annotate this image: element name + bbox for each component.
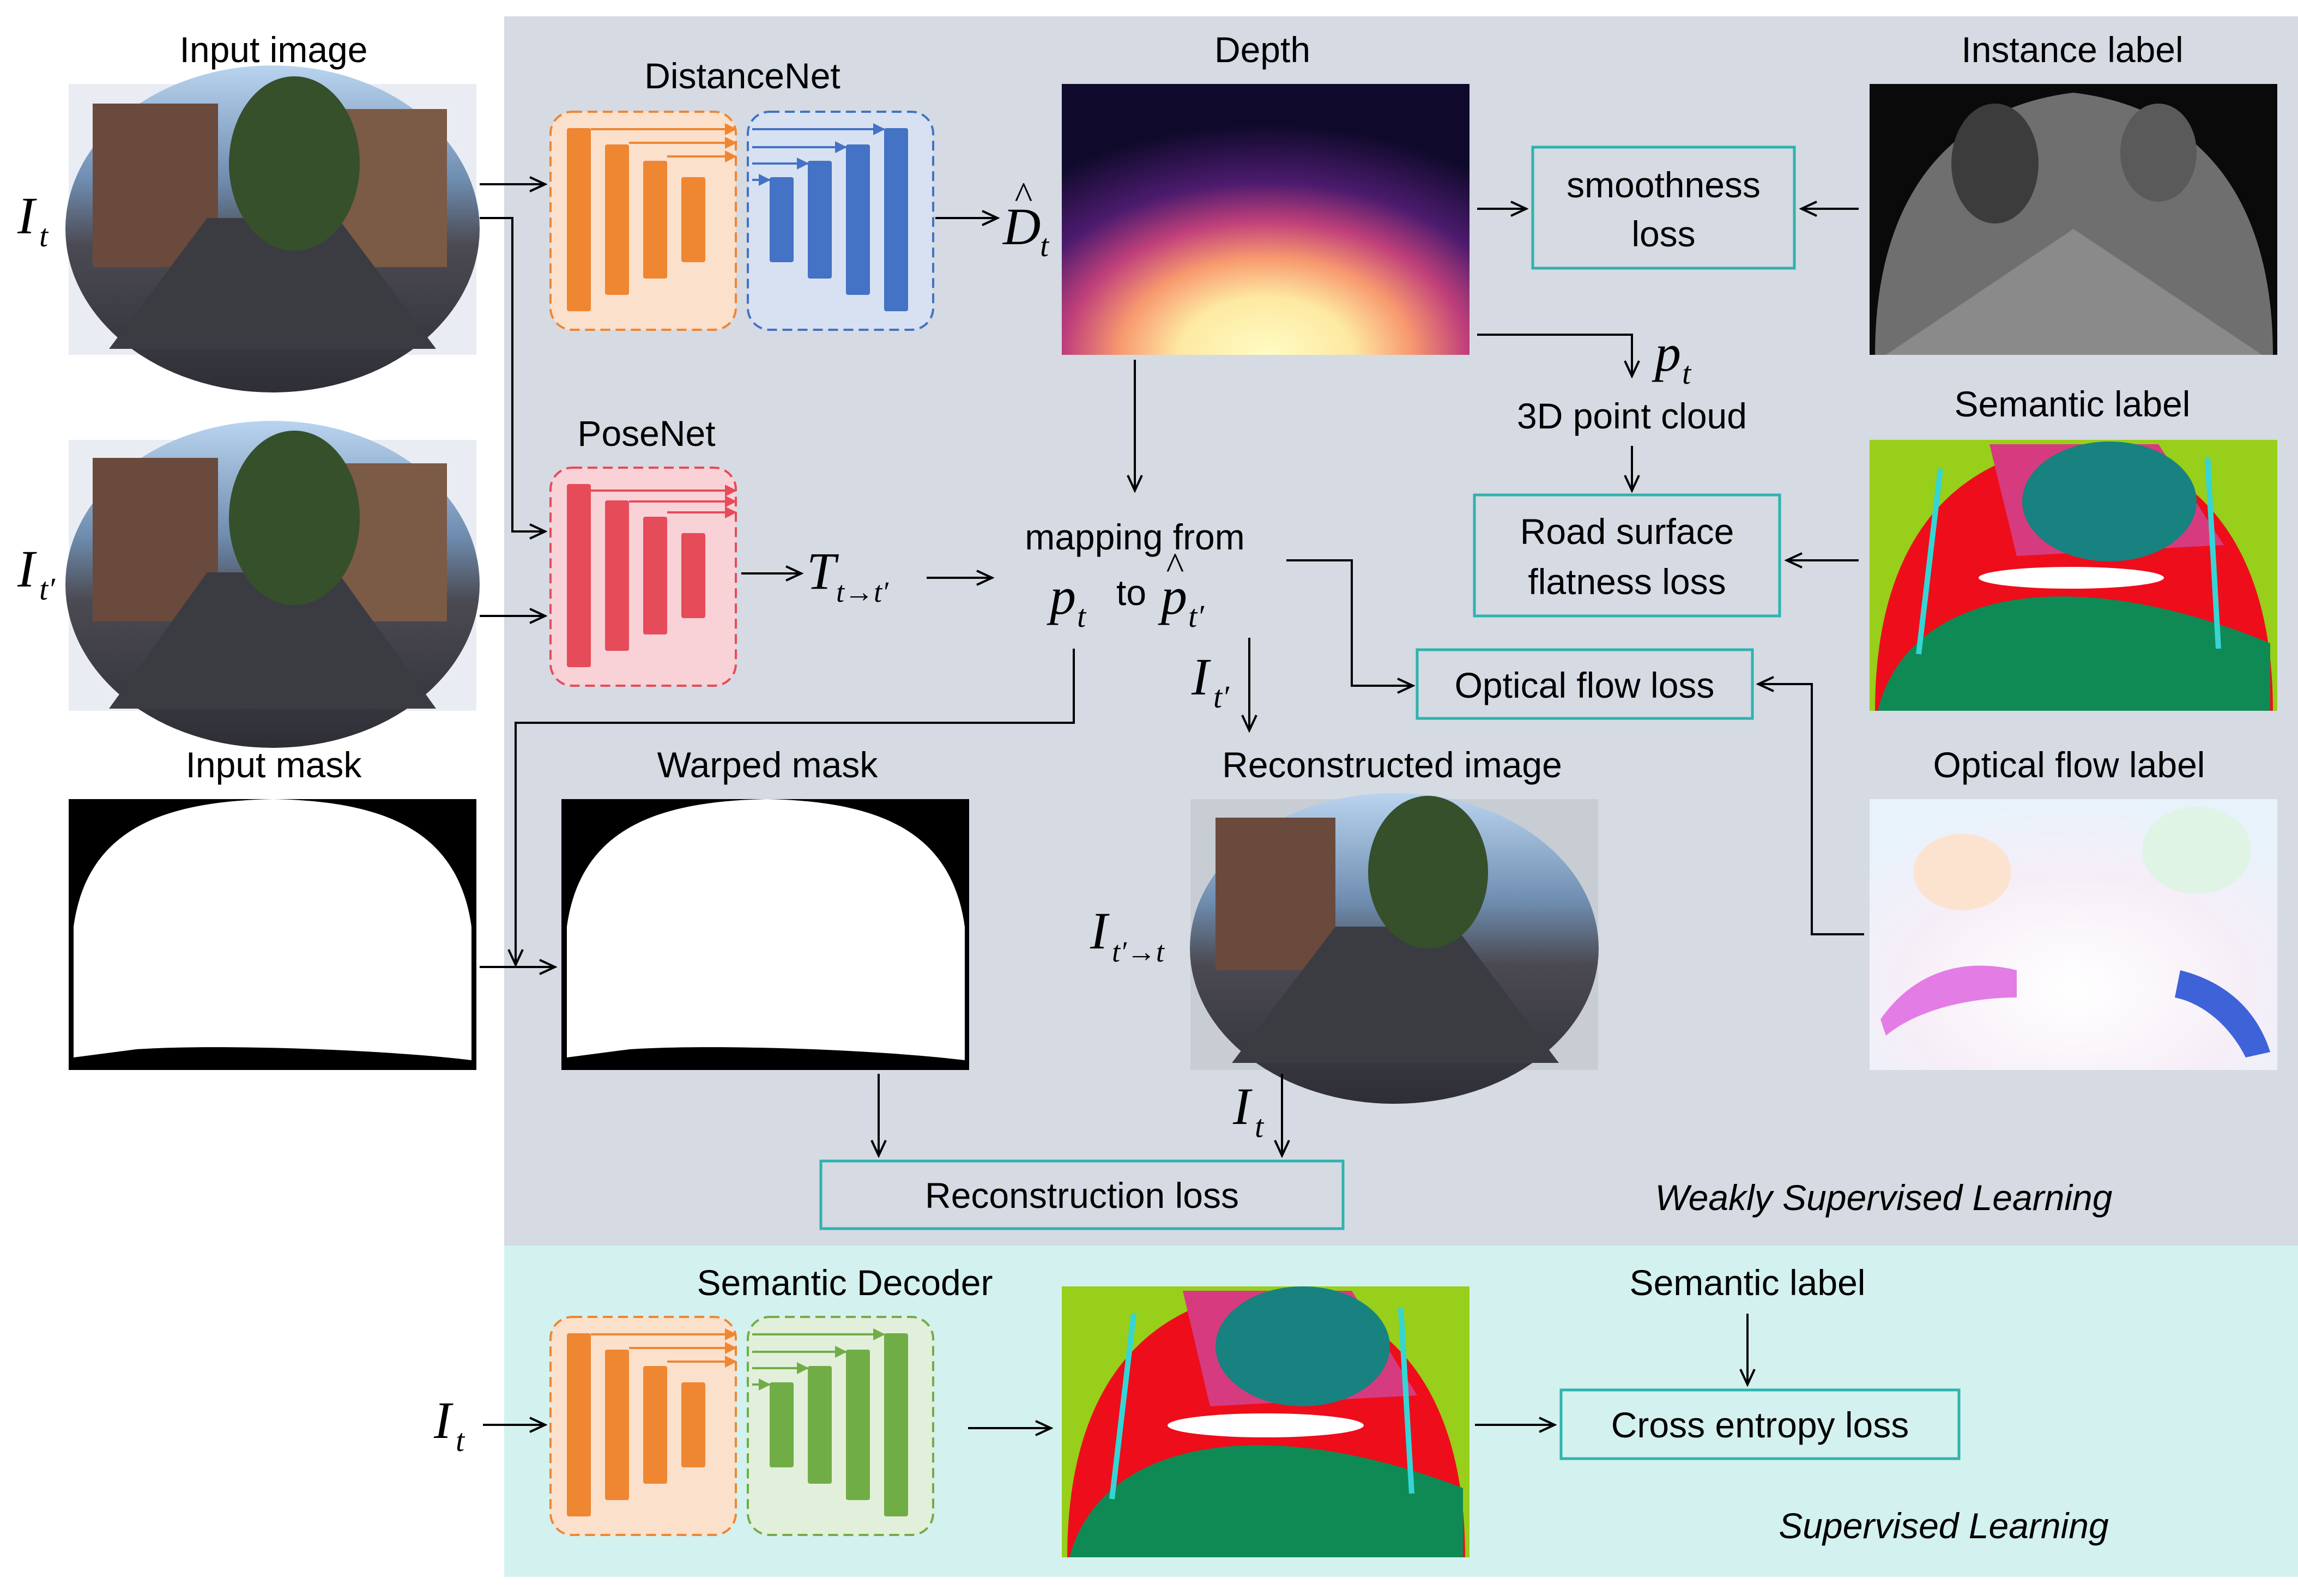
svg-text:I: I	[1191, 648, 1211, 706]
depth-caption: Depth	[1214, 29, 1310, 70]
svg-text:p: p	[1652, 324, 1681, 382]
posenet-encoder	[549, 467, 737, 687]
depth-map	[1062, 84, 1469, 355]
arrows	[480, 184, 1864, 1428]
reconstruction-loss-label: Reconstruction loss	[925, 1175, 1239, 1216]
instance-label-image	[1870, 84, 2277, 355]
svg-text:to: to	[1116, 572, 1146, 613]
optical-flow-label-image	[1870, 799, 2277, 1070]
symbol-I-t-prime-input: I t′	[17, 540, 56, 607]
svg-text:I: I	[17, 540, 37, 598]
distancenet-decoder	[747, 111, 934, 331]
reconstruction-loss-box: Reconstruction loss	[819, 1159, 1345, 1230]
svg-text:t′: t′	[1188, 598, 1205, 634]
road-loss-line1: Road surface	[1520, 511, 1734, 552]
svg-text:t′: t′	[1213, 679, 1230, 715]
semantic-label-caption-bottom: Semantic label	[1630, 1262, 1866, 1303]
road-loss-line2: flatness loss	[1528, 561, 1726, 602]
svg-text:t: t	[1040, 228, 1050, 263]
optical-flow-loss-box: Optical flow loss	[1416, 648, 1754, 720]
road-flatness-loss-box: Road surface flatness loss	[1473, 493, 1781, 618]
semantic-label-caption-top: Semantic label	[1955, 384, 2191, 424]
weakly-supervised-label: Weakly Supervised Learning	[1655, 1177, 2113, 1218]
reconstructed-image-caption: Reconstructed image	[1222, 745, 1562, 785]
semantic-encoder	[549, 1316, 737, 1536]
svg-text:I: I	[17, 186, 37, 245]
svg-text:t′→t: t′→t	[1112, 935, 1165, 968]
symbol-I-t-recon: I t	[1232, 1077, 1265, 1144]
symbol-mapping-p: p t to p ^ t′	[1047, 546, 1205, 634]
point-cloud-caption: 3D point cloud	[1517, 396, 1747, 436]
svg-text:t: t	[39, 218, 49, 253]
warped-mask-caption: Warped mask	[657, 745, 879, 785]
symbol-D-hat-t: D ^ t	[1002, 175, 1050, 263]
input-image-caption: Input image	[180, 29, 368, 70]
smoothness-loss-line2: loss	[1631, 214, 1695, 254]
cross-entropy-loss-box: Cross entropy loss	[1559, 1388, 1961, 1460]
svg-text:I: I	[1090, 902, 1110, 960]
svg-text:I: I	[1232, 1077, 1253, 1135]
semantic-decoder-caption: Semantic Decoder	[697, 1262, 993, 1303]
symbol-T-t-to-t-prime: T t→t′	[807, 542, 889, 608]
symbol-I-t-semantic: I t	[433, 1391, 465, 1458]
svg-text:p: p	[1047, 567, 1076, 625]
supervised-label: Supervised Learning	[1779, 1506, 2109, 1546]
optical-flow-label-caption: Optical flow label	[1933, 745, 2205, 785]
svg-text:D: D	[1002, 197, 1041, 256]
smoothness-loss-line1: smoothness	[1567, 165, 1761, 205]
semantic-decoder	[747, 1316, 934, 1536]
warped-mask-image	[561, 799, 969, 1070]
cross-entropy-loss-label: Cross entropy loss	[1611, 1405, 1909, 1445]
svg-text:p: p	[1158, 567, 1187, 625]
input-mask-image	[69, 799, 476, 1070]
mapping-caption: mapping from	[1025, 517, 1245, 557]
input-mask-caption: Input mask	[186, 745, 362, 785]
semantic-prediction-image	[1062, 1286, 1469, 1557]
optical-flow-loss-label: Optical flow loss	[1455, 665, 1715, 705]
svg-text:t→t′: t→t′	[836, 576, 889, 608]
symbol-p-t-pointcloud: p t	[1652, 324, 1692, 391]
svg-text:t: t	[1682, 355, 1692, 391]
svg-text:T: T	[807, 542, 839, 600]
svg-text:I: I	[433, 1391, 453, 1449]
symbol-I-t-prime-to-t: I t′→t	[1090, 902, 1165, 968]
input-image-t	[65, 65, 480, 392]
symbol-I-t-input: I t	[17, 186, 49, 253]
svg-text:^: ^	[1014, 175, 1032, 217]
svg-text:t: t	[1255, 1109, 1265, 1144]
svg-text:t: t	[456, 1423, 465, 1458]
distancenet-encoder	[549, 111, 737, 331]
distancenet-caption: DistanceNet	[644, 56, 840, 96]
input-image-t-prime	[65, 421, 480, 748]
symbol-I-t-prime-middle: I t′	[1191, 648, 1230, 715]
svg-text:t: t	[1077, 598, 1087, 634]
svg-text:t′: t′	[39, 571, 56, 607]
reconstructed-image	[1190, 793, 1599, 1104]
svg-text:^: ^	[1165, 546, 1184, 588]
semantic-label-image-top	[1870, 440, 2277, 711]
posenet-caption: PoseNet	[577, 413, 715, 454]
smoothness-loss-box: smoothness loss	[1531, 146, 1796, 270]
instance-label-caption: Instance label	[1961, 29, 2183, 70]
